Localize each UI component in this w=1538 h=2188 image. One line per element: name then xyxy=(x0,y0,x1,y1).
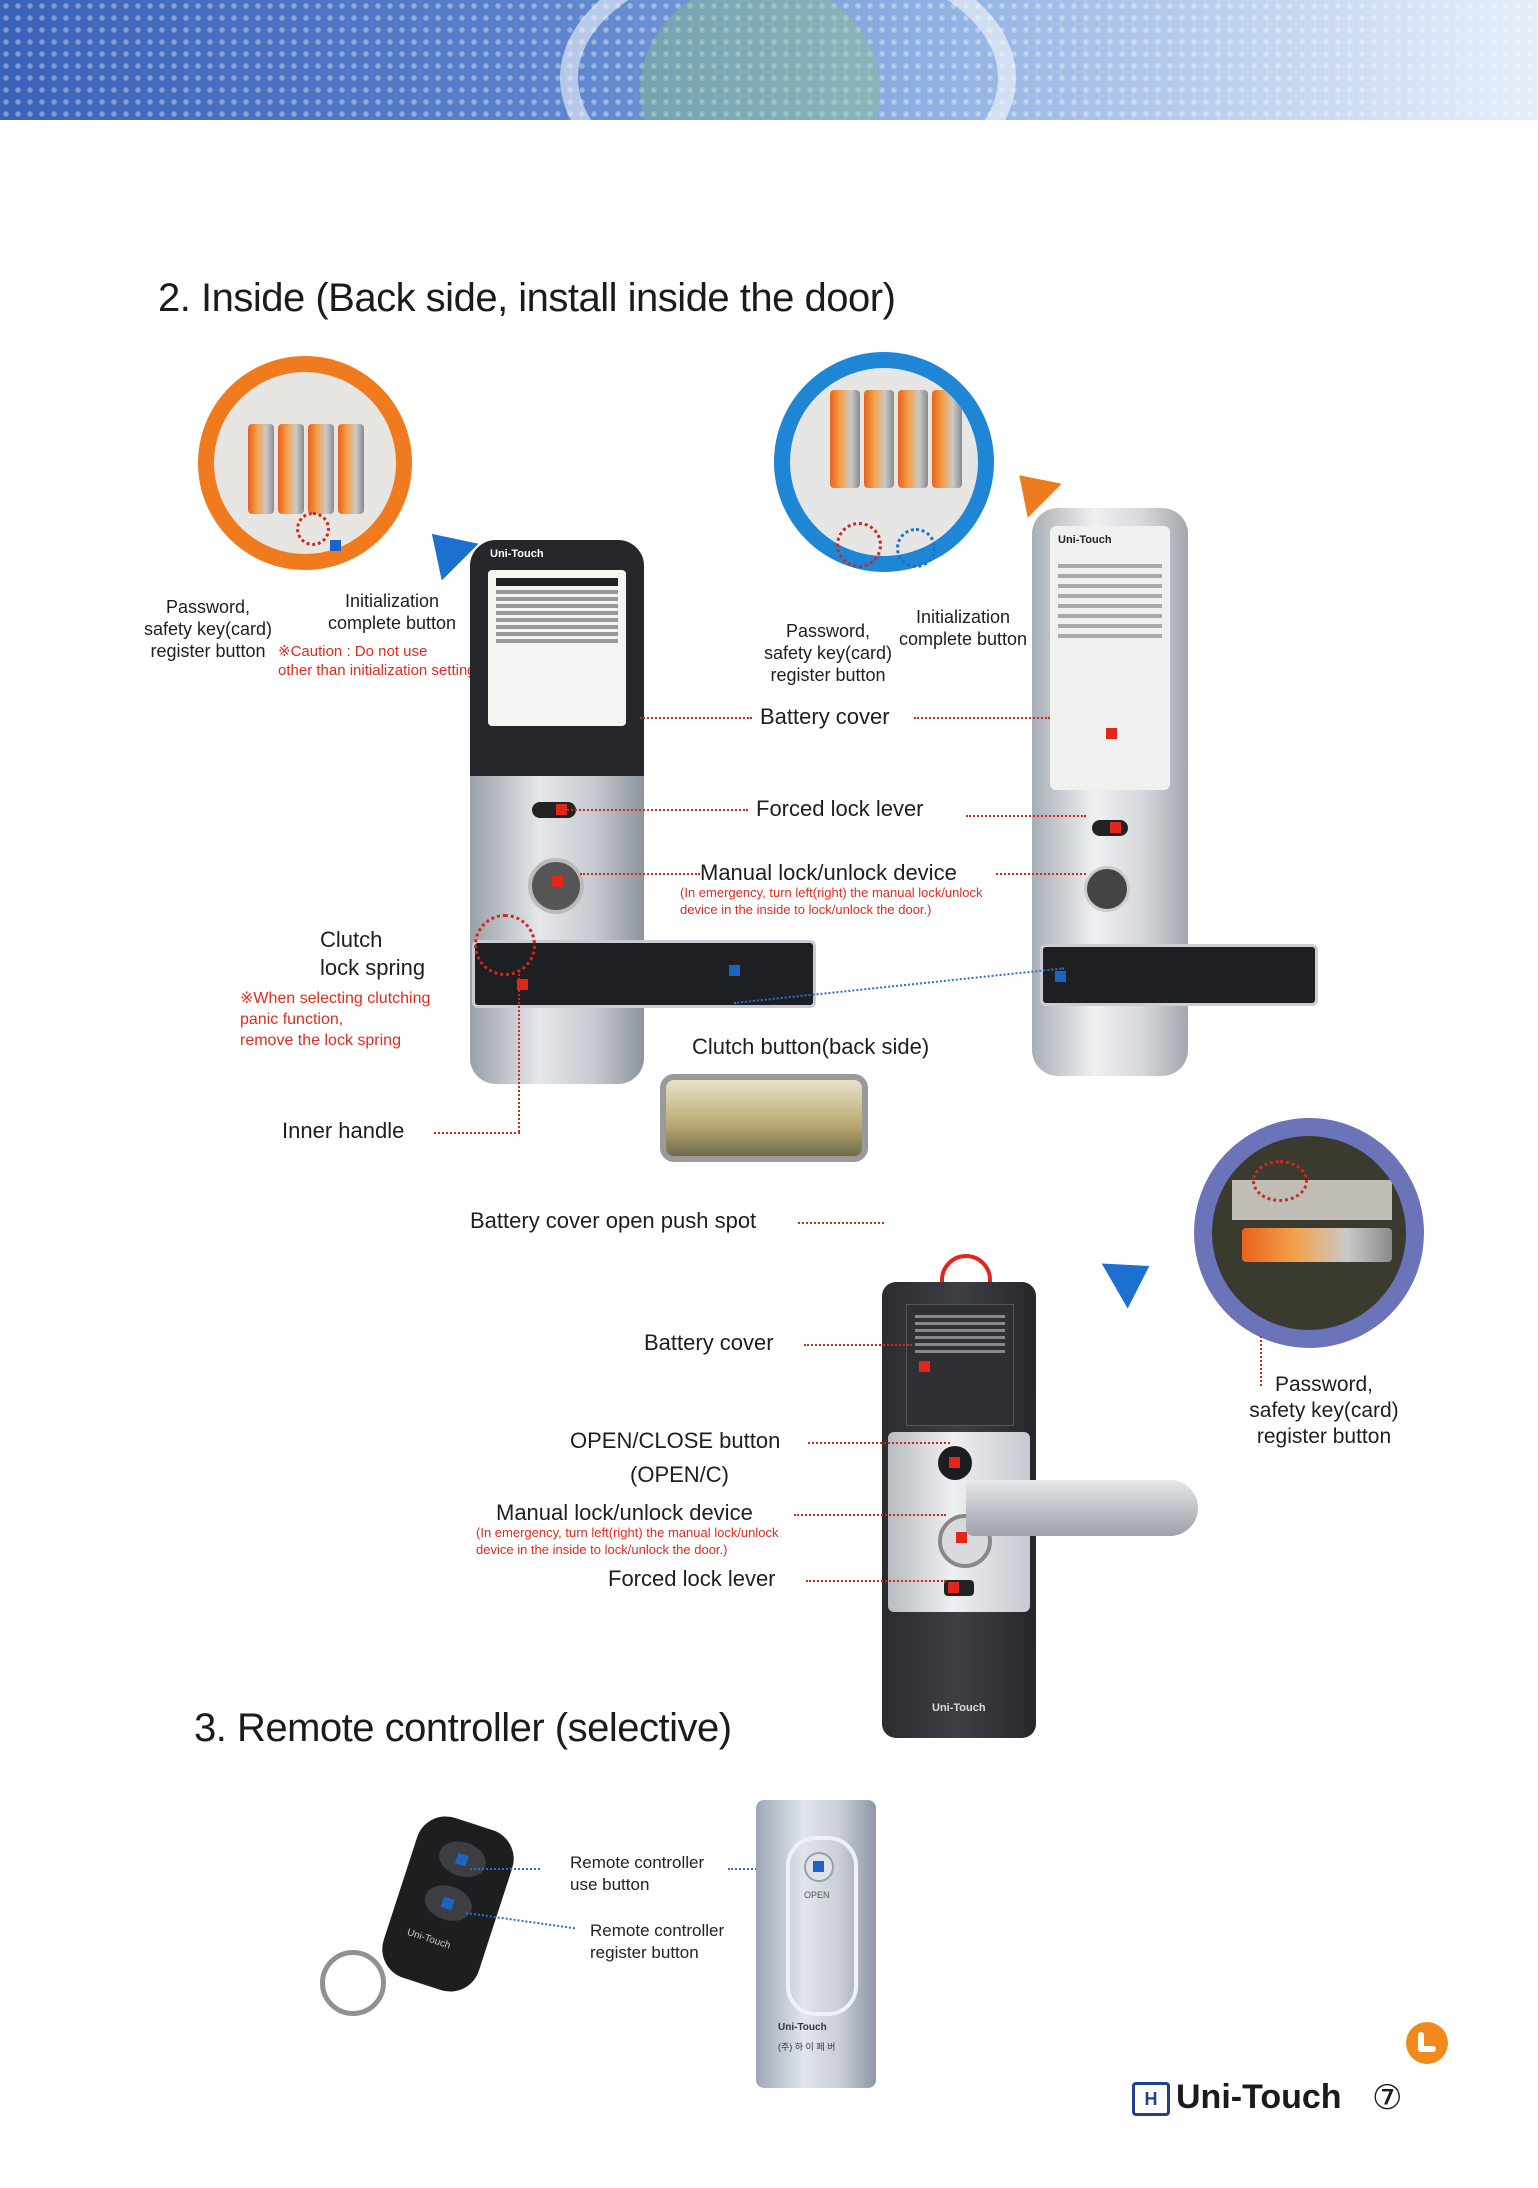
left-caution-note: ※Caution : Do not use other than initial… xyxy=(278,643,480,679)
front-battery-cover-label: Battery cover xyxy=(644,1330,774,1355)
battery-icon xyxy=(278,424,304,514)
battery-icon xyxy=(308,424,334,514)
open-close-abbr-label: (OPEN/C) xyxy=(630,1462,729,1487)
leader-line xyxy=(808,1442,950,1444)
open-close-label: OPEN/CLOSE button xyxy=(570,1428,781,1453)
blue-arrow-front xyxy=(1101,1243,1163,1309)
battery-icon xyxy=(898,390,928,488)
front-battery-cover xyxy=(906,1304,1014,1426)
left-password-label: Password, safety key(card) register butt… xyxy=(143,597,273,661)
uni-touch-logo-icon: H xyxy=(1132,2082,1170,2116)
leader-line xyxy=(966,815,1086,817)
front-manual-lock-label: Manual lock/unlock device xyxy=(496,1500,753,1525)
left-init-label: Initialization complete button xyxy=(327,591,457,633)
key-ring xyxy=(320,1950,386,2016)
clutch-spring-label: Clutch lock spring xyxy=(320,927,426,980)
page-number: ⑦ xyxy=(1372,2079,1403,2117)
leader-line xyxy=(434,1132,520,1134)
front-password-label: Password, safety key(card) register butt… xyxy=(1249,1373,1399,1448)
right-battery-cover: Uni-Touch xyxy=(1050,526,1170,790)
leader-line xyxy=(914,717,1050,719)
leader-line xyxy=(996,873,1086,875)
battery-cover-label: Battery cover xyxy=(760,704,890,729)
manual-lock-label: Manual lock/unlock device xyxy=(700,860,957,885)
instruction-label xyxy=(488,570,626,726)
left-unit-brand: Uni-Touch xyxy=(490,548,544,560)
right-unit-brand: Uni-Touch xyxy=(1058,534,1112,546)
inner-handle-label: Inner handle xyxy=(282,1118,405,1143)
blue-arrow-left xyxy=(413,515,479,581)
front-register-highlight xyxy=(1252,1160,1308,1202)
manual-lock-note: (In emergency, turn left(right) the manu… xyxy=(680,885,983,917)
leader-line xyxy=(580,873,700,875)
battery-icon xyxy=(864,390,894,488)
forced-lock-label: Forced lock lever xyxy=(756,796,924,821)
remote-use-label: Remote controller use button xyxy=(570,1853,705,1894)
leader-line xyxy=(806,1580,946,1582)
receiver-open-label: OPEN xyxy=(804,1890,830,1900)
right-password-label: Password, safety key(card) register butt… xyxy=(763,621,893,685)
receiver-brand: Uni-Touch xyxy=(778,2022,827,2033)
front-manual-lock-knob[interactable] xyxy=(938,1514,992,1568)
init-button-highlight xyxy=(896,528,936,568)
section-title-inside: 2. Inside (Back side, install inside the… xyxy=(158,276,896,320)
leader-line xyxy=(640,717,752,719)
right-inner-handle[interactable] xyxy=(1040,944,1318,1006)
front-unit-brand: Uni-Touch xyxy=(932,1702,986,1714)
receiver-frame xyxy=(786,1836,858,2016)
receiver-open-button[interactable] xyxy=(804,1852,834,1882)
leader-line xyxy=(804,1344,912,1346)
leader-line xyxy=(1260,1336,1262,1386)
remote-register-button[interactable] xyxy=(420,1879,477,1927)
right-forced-lock-lever[interactable] xyxy=(1092,820,1128,836)
left-battery-cover: Uni-Touch xyxy=(470,540,644,776)
battery-icon xyxy=(830,390,860,488)
front-forced-lock-lever[interactable] xyxy=(944,1580,974,1596)
right-manual-lock-knob[interactable] xyxy=(1084,866,1130,912)
footer-brand: Uni-Touch xyxy=(1176,2078,1342,2116)
clutch-spring-highlight xyxy=(474,914,536,976)
front-manual-lock-note: (In emergency, turn left(right) the manu… xyxy=(476,1525,779,1557)
manual-lock-knob[interactable] xyxy=(528,858,584,914)
clutch-button-label: Clutch button(back side) xyxy=(692,1034,930,1059)
brand-logo-icon xyxy=(1406,2022,1448,2064)
front-forced-lock-label: Forced lock lever xyxy=(608,1566,776,1591)
remote-use-button[interactable] xyxy=(434,1835,491,1883)
banner-swoosh-graphic xyxy=(560,0,1016,120)
section-title-remote: 3. Remote controller (selective) xyxy=(194,1706,732,1750)
leader-line xyxy=(798,1222,884,1224)
orange-arrow-right xyxy=(1002,458,1062,518)
register-button-highlight xyxy=(296,512,330,546)
leader-line xyxy=(560,809,748,811)
open-close-button[interactable] xyxy=(938,1446,972,1480)
battery-icon xyxy=(932,390,962,488)
front-battery-zoom-circle xyxy=(1194,1118,1424,1348)
battery-icon xyxy=(1242,1228,1392,1262)
fob-brand: Uni-Touch xyxy=(405,1927,452,1952)
receiver-korean-text: (주) 하 이 페 버 xyxy=(778,2042,836,2052)
right-battery-zoom-circle xyxy=(774,352,994,572)
right-init-label: Initialization complete button xyxy=(898,607,1028,649)
front-outer-handle[interactable] xyxy=(966,1480,1198,1536)
leader-line xyxy=(518,974,520,1132)
remote-receiver: OPEN Uni-Touch (주) 하 이 페 버 xyxy=(756,1800,876,2088)
clutch-button-photo xyxy=(660,1074,868,1162)
remote-register-label: Remote controller register button xyxy=(590,1921,725,1962)
init-button-marker xyxy=(330,540,341,551)
leader-line xyxy=(794,1514,946,1516)
battery-icon xyxy=(248,424,274,514)
remote-key-fob: Uni-Touch xyxy=(374,1808,522,2000)
register-button-highlight xyxy=(836,522,882,568)
clutch-spring-note: ※When selecting clutching panic function… xyxy=(240,990,431,1049)
battery-icon xyxy=(338,424,364,514)
leader-line xyxy=(470,1868,540,1870)
push-spot-label: Battery cover open push spot xyxy=(470,1208,757,1233)
header-banner xyxy=(0,0,1538,120)
